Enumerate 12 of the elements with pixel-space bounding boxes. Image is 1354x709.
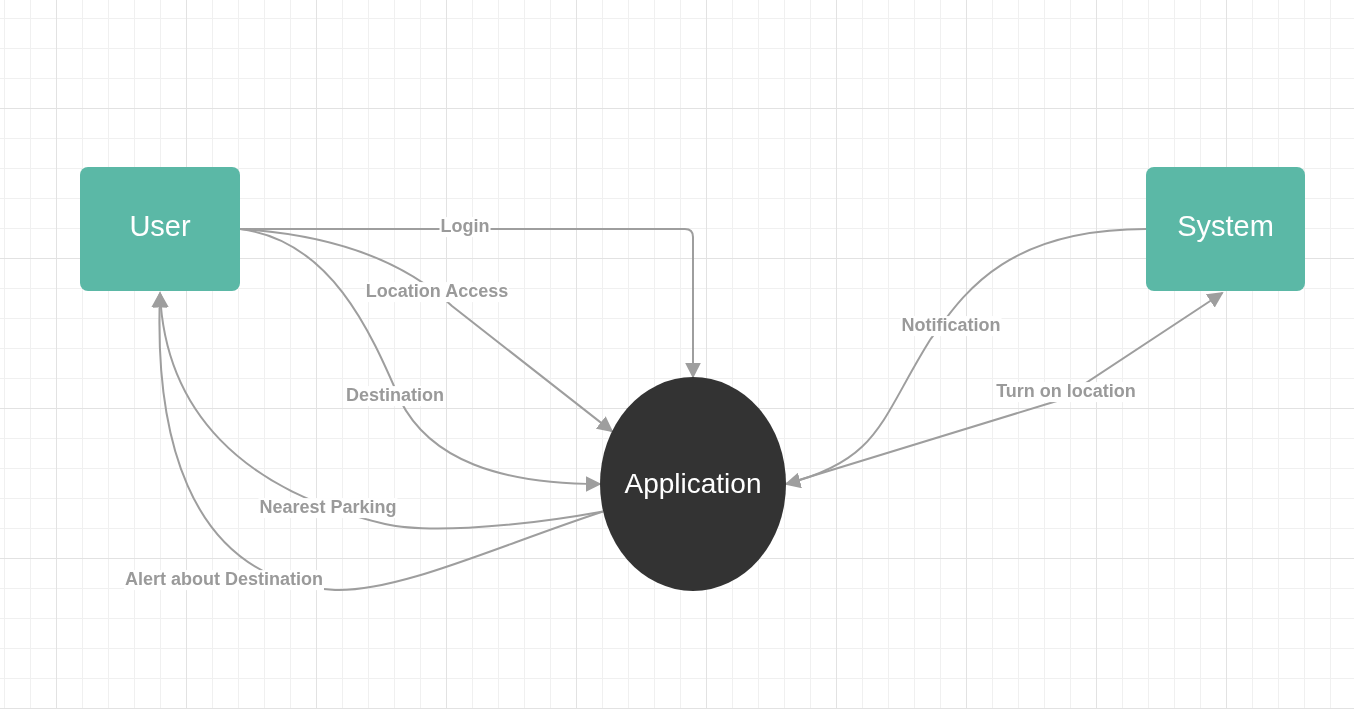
edge-label: Notification [900,316,1002,336]
edge-label: Login [439,217,491,237]
process-circle: Application [600,377,786,591]
arrow [151,291,605,591]
arrow [239,228,602,492]
edge-label: Nearest Parking [258,498,398,518]
edge-label: Turn on location [995,382,1137,402]
entity-box: User [80,167,240,291]
edge-label: Destination [345,386,445,406]
edge-label: Alert about Destination [124,570,324,590]
edge-label: Location Access [364,282,510,302]
entity-box: System [1146,167,1305,291]
